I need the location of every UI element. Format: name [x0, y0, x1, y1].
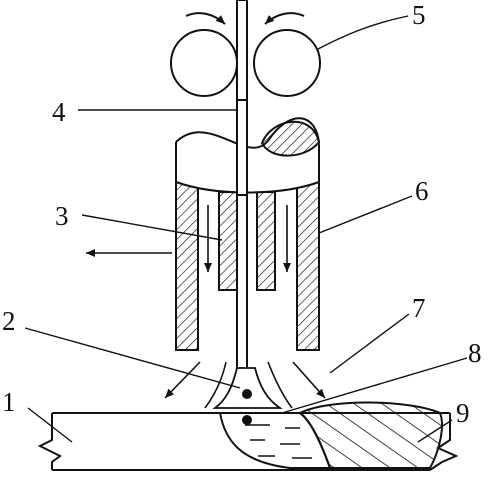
label-weld-bead: 9	[456, 398, 470, 428]
label-wire: 4	[52, 97, 66, 127]
weld-bead	[298, 401, 443, 469]
label-feed-rollers: 5	[412, 0, 426, 30]
label-weld-pool: 8	[468, 338, 482, 368]
label-shielding-gas: 7	[412, 293, 426, 323]
gas-flow-arrows	[86, 205, 326, 409]
rotation-arrow-right	[264, 12, 305, 25]
leader-lines	[24, 15, 468, 443]
shielding-gas-arrow-right	[292, 361, 326, 399]
label-base-metal: 1	[2, 387, 16, 417]
feed-rollers	[170, 12, 321, 97]
metal-droplet-lower	[242, 415, 252, 425]
feed-roller-right	[253, 29, 321, 97]
feed-roller-left	[170, 29, 238, 97]
contact-tube	[218, 191, 276, 291]
rotation-arrow-left	[185, 12, 226, 25]
nozzle-cutaway-top	[175, 99, 321, 196]
label-arc: 2	[2, 306, 16, 336]
shielding-gas-arrow-left	[164, 361, 201, 399]
label-gas-nozzle: 6	[415, 176, 429, 206]
metal-droplet-upper	[242, 389, 252, 399]
label-contact-tube: 3	[55, 201, 69, 231]
